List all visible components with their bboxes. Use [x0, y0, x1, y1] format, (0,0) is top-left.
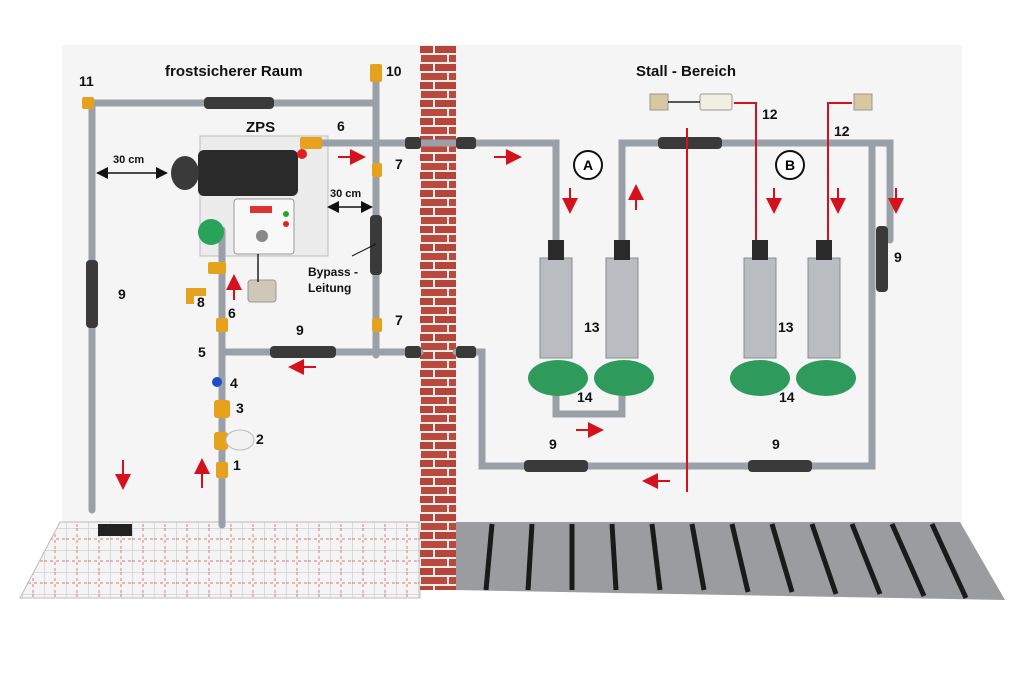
transformer	[699, 93, 733, 111]
circuit-b-label: B	[775, 150, 805, 180]
distance-label-left: 30 cm	[113, 154, 145, 166]
callout-11: 11	[79, 73, 94, 89]
callout-1: 1	[233, 457, 241, 473]
callout-12-a: 12	[762, 106, 778, 122]
callout-7-bottom: 7	[395, 312, 403, 328]
callout-14-b: 14	[779, 389, 795, 405]
callout-10: 10	[386, 63, 402, 79]
callout-2: 2	[256, 431, 264, 447]
distance-label-right: 30 cm	[330, 188, 362, 200]
callout-9-bypass: 9	[296, 322, 304, 338]
arrow-icon	[115, 149, 904, 490]
socket-icon	[649, 93, 669, 111]
callout-4: 4	[230, 375, 238, 391]
control-led-red	[283, 221, 289, 227]
brick-wall	[420, 45, 456, 590]
check-valve	[212, 377, 222, 387]
control-switch	[256, 230, 268, 242]
callout-9-left: 9	[118, 286, 126, 302]
insulation	[86, 97, 888, 472]
control-box	[233, 198, 295, 255]
valve-icon	[82, 64, 382, 478]
tiled-floor	[19, 521, 421, 599]
callout-6-mid: 6	[228, 305, 236, 321]
stable-area-title: Stall - Bereich	[636, 63, 737, 80]
callout-9-bottom-a: 9	[549, 436, 557, 452]
callout-9-bottom-b: 9	[772, 436, 780, 452]
expansion-vessel	[225, 429, 255, 451]
zps-label: ZPS	[246, 119, 276, 136]
pump-icon	[198, 219, 224, 245]
socket-icon	[853, 93, 873, 111]
callout-14-a: 14	[577, 389, 593, 405]
control-display	[250, 206, 272, 213]
zps-heater	[171, 149, 307, 196]
pipes	[84, 71, 894, 529]
bypass-pointer	[351, 243, 377, 257]
drinking-troughs	[528, 240, 856, 396]
circuit-a-label: A	[573, 150, 603, 180]
callout-6-top: 6	[337, 118, 345, 134]
callout-13-b: 13	[778, 319, 794, 335]
junction-box	[247, 279, 277, 303]
callout-7-top: 7	[395, 156, 403, 172]
bypass-label: Bypass -	[308, 265, 359, 279]
callout-8: 8	[197, 294, 205, 310]
callout-13-a: 13	[584, 319, 600, 335]
slatted-floor	[452, 522, 1005, 600]
bypass-line-label: Leitung	[308, 281, 352, 295]
heating-cables	[734, 102, 852, 240]
frost-room-title: frostsicherer Raum	[165, 63, 303, 80]
callout-12-b: 12	[834, 123, 850, 139]
callout-9-right: 9	[894, 249, 902, 265]
callout-5: 5	[198, 344, 206, 360]
callout-3: 3	[236, 400, 244, 416]
drain-icon	[98, 524, 132, 536]
control-led-green	[283, 211, 289, 217]
